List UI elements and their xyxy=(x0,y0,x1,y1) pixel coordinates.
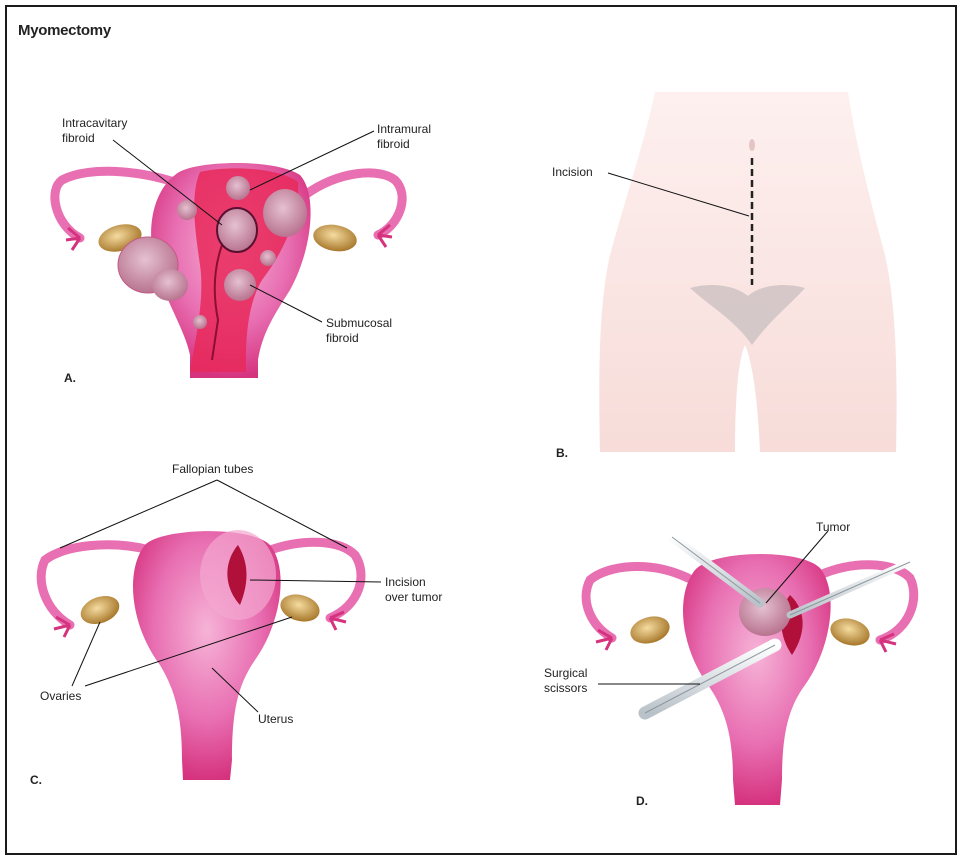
panel-a-letter: A. xyxy=(64,371,76,385)
label-fallopian-tubes: Fallopian tubes xyxy=(172,462,253,477)
panel-d-uterus-surgery xyxy=(586,531,914,805)
label-intramural-fibroid: Intramural fibroid xyxy=(377,122,431,152)
panel-c-letter: C. xyxy=(30,773,42,787)
label-incision: Incision xyxy=(552,165,593,180)
label-ovaries: Ovaries xyxy=(40,689,81,704)
panel-b-abdomen xyxy=(599,92,896,452)
panel-d-letter: D. xyxy=(636,794,648,808)
label-submucosal-fibroid: Submucosal fibroid xyxy=(326,316,392,346)
panel-c-uterus xyxy=(41,480,381,780)
label-uterus: Uterus xyxy=(258,712,293,727)
label-incision-over-tumor: Incision over tumor xyxy=(385,575,442,605)
label-tumor: Tumor xyxy=(816,520,850,535)
label-intracavitary-fibroid: Intracavitary fibroid xyxy=(62,116,127,146)
panel-b-letter: B. xyxy=(556,446,568,460)
label-surgical-scissors: Surgical scissors xyxy=(544,666,587,696)
